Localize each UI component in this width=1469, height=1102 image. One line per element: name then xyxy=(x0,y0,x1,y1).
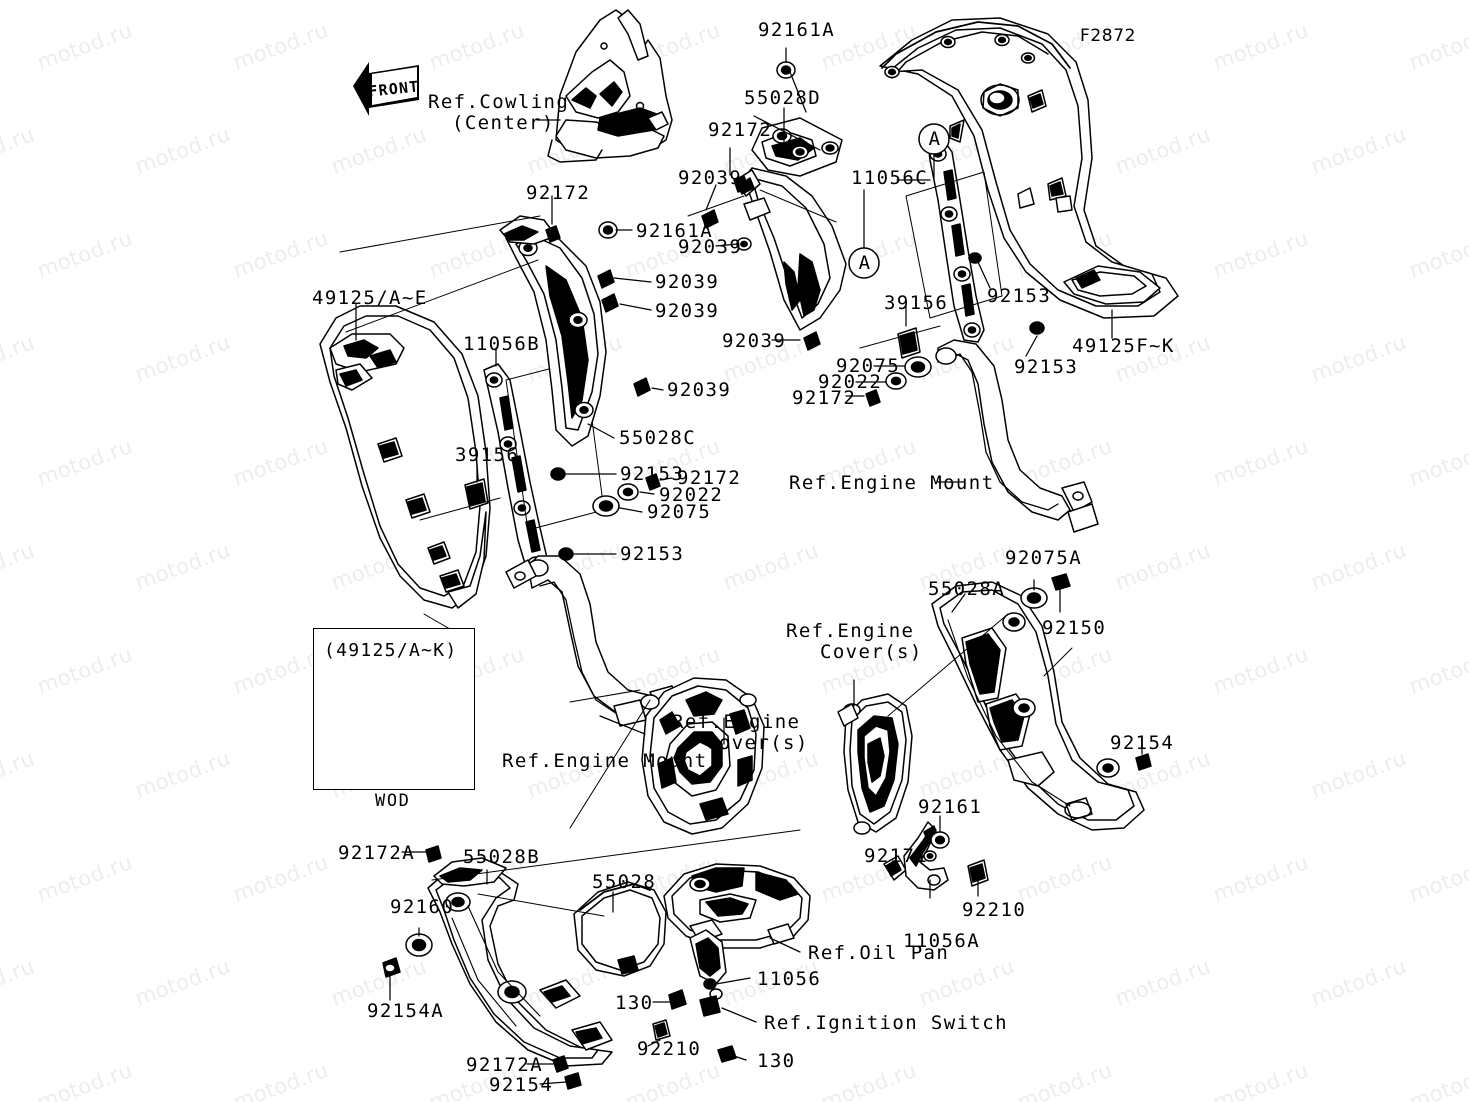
ref-engine-cover-right-line2: Cover(s) xyxy=(820,641,923,663)
front-direction-badge: FRONT xyxy=(353,62,421,116)
left-cowl-49125AE xyxy=(319,305,491,609)
engine-mount-right xyxy=(935,339,1099,533)
leader-lines xyxy=(355,47,1143,1085)
callout-55028: 55028 xyxy=(592,871,657,893)
callout-92153-left-1: 92153 xyxy=(620,463,685,485)
ref-engine-cover-right-line1: Ref.Engine xyxy=(786,620,915,642)
callout-11056A: 11056A xyxy=(903,930,981,952)
inset-caption-wod: WOD xyxy=(375,791,411,811)
diagram-code: F2872 xyxy=(1080,26,1137,46)
inset-box-49125AK xyxy=(313,628,475,790)
callout-92210-bottom: 92210 xyxy=(637,1038,702,1060)
callout-92154-bottom: 92154 xyxy=(489,1074,554,1096)
callout-130-2: 130 xyxy=(757,1050,796,1072)
callout-49125AE: 49125/A~E xyxy=(312,287,428,309)
callout-92075A: 92075A xyxy=(1005,547,1083,569)
callout-92154A: 92154A xyxy=(367,1000,445,1022)
callout-55028B: 55028B xyxy=(463,846,541,868)
callout-92172A-1: 92172A xyxy=(338,842,416,864)
callout-92039-top-b: 92039 xyxy=(678,236,743,258)
ref-cowling-center-line2: (Center) xyxy=(452,112,555,134)
callout-92022-right: 92022 xyxy=(818,371,883,393)
ref-cowling-center-line1: Ref.Cowling xyxy=(428,91,570,113)
cowling-center-part xyxy=(547,9,673,163)
marker-A-upper: A xyxy=(928,128,942,150)
callout-55028C: 55028C xyxy=(619,427,697,449)
callout-92161-right: 92161 xyxy=(918,796,983,818)
callout-92172A-2: 92172A xyxy=(466,1054,544,1076)
callout-39156-left: 39156 xyxy=(455,444,520,466)
callout-55028A: 55028A xyxy=(928,578,1006,600)
cover-guard-55028A xyxy=(931,581,1145,831)
callout-92039-left-e: 92039 xyxy=(655,300,720,322)
inner-bracket-55028C xyxy=(499,215,607,447)
callout-49125FK: 49125F~K xyxy=(1072,335,1175,357)
projection-lines xyxy=(339,215,1073,917)
callout-55028D: 55028D xyxy=(744,87,822,109)
callout-92039-left-f: 92039 xyxy=(667,379,732,401)
oil-pan-part xyxy=(663,863,811,1017)
callout-11056: 11056 xyxy=(757,968,822,990)
callout-92154-right: 92154 xyxy=(1110,732,1175,754)
engine-cover-small xyxy=(837,693,913,835)
callout-92153-left-2: 92153 xyxy=(620,543,685,565)
callout-92022-left: 92022 xyxy=(659,484,724,506)
reference-circle-markers xyxy=(848,123,950,279)
callout-92160: 92160 xyxy=(390,896,455,918)
engine-cover-round xyxy=(640,677,765,835)
callout-11056C: 11056C xyxy=(851,167,929,189)
callout-92171: 92171 xyxy=(864,845,929,867)
callout-130-1: 130 xyxy=(615,992,654,1014)
callout-39156-right: 39156 xyxy=(884,292,949,314)
callout-92161A-top: 92161A xyxy=(758,19,836,41)
callout-92039-left-d: 92039 xyxy=(655,271,720,293)
callout-92075-left: 92075 xyxy=(647,501,712,523)
stay-bracket-11056B xyxy=(464,359,605,577)
ref-ignition-switch: Ref.Ignition Switch xyxy=(764,1012,1008,1034)
callout-92210-right: 92210 xyxy=(962,899,1027,921)
ref-oil-pan: Ref.Oil Pan xyxy=(808,942,950,964)
right-cowl-49125FK xyxy=(879,17,1179,319)
clamp-and-bracket-right xyxy=(883,821,949,891)
inset-part-number: (49125/A~K) xyxy=(324,640,458,661)
callout-92172-left-2: 92172 xyxy=(677,467,742,489)
callout-11056B: 11056B xyxy=(463,333,541,355)
callout-92039-top-a: 92039 xyxy=(678,167,743,189)
callout-92161A-left: 92161A xyxy=(636,220,714,242)
ref-engine-mount-right: Ref.Engine Mount xyxy=(789,472,995,494)
shield-55028 xyxy=(573,881,667,977)
callout-92153-right-2: 92153 xyxy=(1014,356,1079,378)
callout-92172-left: 92172 xyxy=(526,182,591,204)
fastener-icons xyxy=(382,61,1152,1090)
ref-engine-cover-mid-line2: Cover(s) xyxy=(706,732,809,754)
callout-92075-right: 92075 xyxy=(836,355,901,377)
marker-A-lower: A xyxy=(858,252,872,274)
inner-panel-55028D xyxy=(687,117,847,331)
callout-92153-right-1: 92153 xyxy=(987,285,1052,307)
callout-92150: 92150 xyxy=(1042,617,1107,639)
ref-engine-mount-left: Ref.Engine Mount xyxy=(502,750,708,772)
stay-bracket-11056C xyxy=(897,137,1003,359)
callout-92172-right: 92172 xyxy=(792,387,857,409)
lower-cowl-55028B xyxy=(427,857,613,1067)
front-badge-text: FRONT xyxy=(368,77,421,100)
callout-92039-top-c: 92039 xyxy=(722,330,787,352)
callout-92172-top: 92172 xyxy=(708,119,773,141)
ref-engine-cover-mid-line1: Ref.Engine xyxy=(672,711,801,733)
